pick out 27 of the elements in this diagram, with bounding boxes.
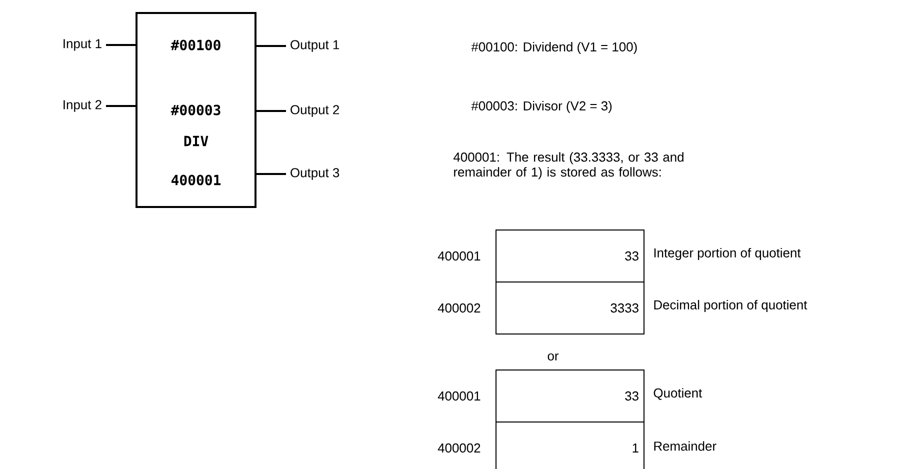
note: 400001: The result (33.3333, or 33 and remainder of 1) is stored as follows:	[454, 152, 684, 180]
register-address: 400001	[438, 391, 480, 401]
separator-word: or	[548, 353, 559, 361]
cell-description: Decimal portion of quotient	[654, 300, 808, 312]
connection-stub	[256, 110, 286, 112]
register-cell: 1	[496, 422, 644, 469]
connection-stub	[256, 45, 286, 47]
function-block: #00100 #00003 DIV 400001	[136, 12, 256, 208]
input-label: Input 1	[64, 39, 102, 51]
output-label: Output 3	[290, 168, 340, 180]
note: #00100: Dividend (V1 = 100)	[471, 42, 637, 54]
cell-description: Remainder	[654, 441, 716, 451]
input-label: Input 2	[64, 100, 102, 112]
connection-stub	[106, 105, 136, 107]
note: #00003: Divisor (V2 = 3)	[471, 100, 612, 114]
register-cell: 3333	[496, 282, 644, 334]
register-cell: 33	[496, 230, 644, 282]
register-address: 400002	[438, 303, 480, 313]
output-label: Output 2	[290, 105, 339, 117]
register-address: 400002	[438, 443, 480, 453]
register-address: 400001	[438, 251, 480, 261]
connection-stub	[106, 44, 136, 46]
connection-stub	[256, 173, 286, 175]
output-label: Output 1	[290, 40, 340, 52]
cell-description: Quotient	[654, 388, 702, 400]
register-cell: 33	[496, 370, 644, 422]
cell-description: Integer portion of quotient	[654, 248, 801, 260]
